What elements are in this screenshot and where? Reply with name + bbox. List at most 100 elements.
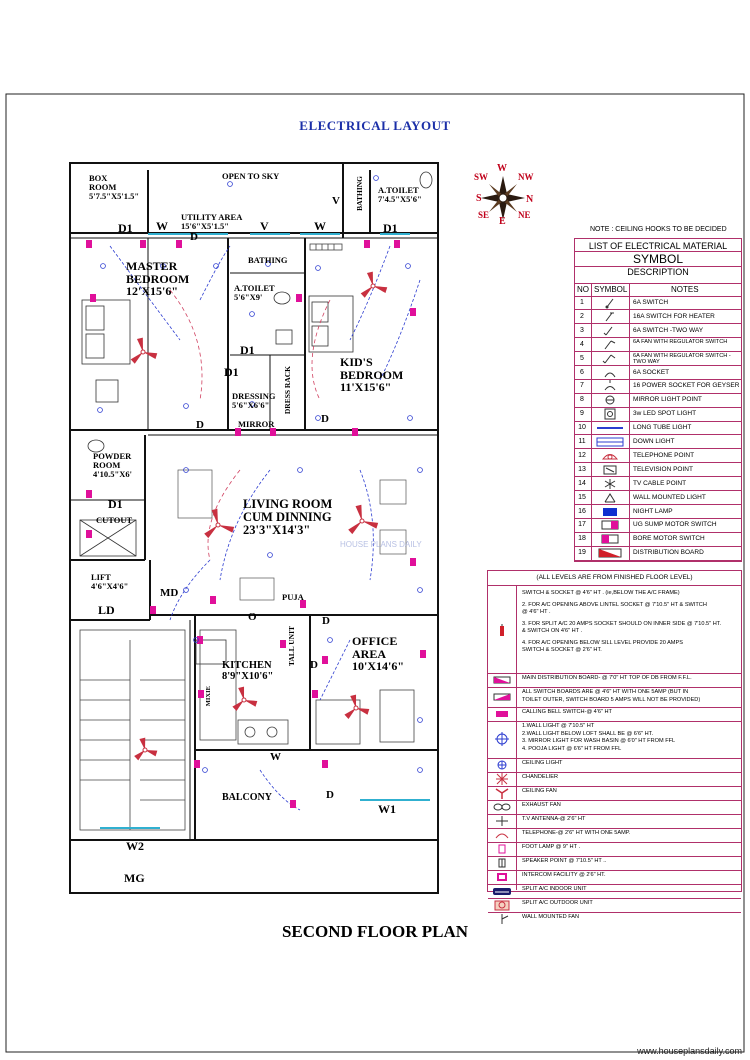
light-point-21	[373, 175, 379, 181]
room-label-line: A.TOILET	[378, 185, 419, 195]
level-line: 4. FOR A/C OPENING BELOW SILL LEVEL PROV…	[522, 639, 683, 646]
staircase	[79, 629, 186, 831]
exhaust-fan-icon	[490, 800, 514, 819]
switch-board-13	[210, 596, 216, 604]
room-label-mirror: MIRROR	[238, 420, 274, 429]
tv-cable-icon	[593, 478, 627, 490]
compass-letter-s: S	[476, 193, 482, 204]
room-label-line: LIVING ROOM	[243, 497, 333, 511]
room-label-line: 10'X14'6"	[352, 659, 404, 674]
site-watermark: www.houseplansdaily.com	[637, 1046, 742, 1056]
level-divider	[488, 813, 741, 815]
room-label-line: CUM DINNING	[243, 510, 332, 525]
room-label-line: OFFICE	[352, 634, 398, 648]
room-label-line: KITCHEN	[222, 660, 272, 671]
level-line: ALL SWITCH BOARDS ARE @ 4'6" HT WITH ONE…	[522, 689, 689, 695]
heater-switch-icon	[593, 311, 627, 323]
ceiling-fans	[130, 271, 388, 761]
switch-board-22	[194, 760, 200, 768]
switch-board-2	[140, 240, 146, 248]
switch-board-23	[420, 650, 426, 658]
compass-letter-sw: SW	[474, 172, 489, 182]
room-label-line: DRESSING	[232, 391, 276, 401]
light-point-15	[417, 587, 423, 593]
level-line: INTERCOM FACILITY @ 2'6" HT.	[522, 871, 606, 878]
switch-board-8	[410, 308, 416, 316]
ceiling-fan-4	[204, 508, 235, 539]
material-note: NIGHT LAMP	[633, 507, 673, 515]
room-label-line: 4'6"X4'6"	[91, 580, 129, 591]
mirror-light-icon	[593, 394, 627, 406]
room-label-line: LIFT	[91, 572, 111, 582]
light-point-22	[227, 181, 233, 187]
level-line: TELEPHONE-@ 2'6" HT WITH ONE 5AMP.	[522, 829, 631, 836]
level-line: CEILING LIGHT	[522, 759, 563, 766]
material-heading: LIST OF ELECTRICAL MATERIAL	[588, 241, 728, 251]
room-label-line: 4'10.5"X6'	[93, 468, 132, 479]
level-item: MAIN DISTRIBUTION BOARD- @ 7'0" HT TOP O…	[522, 675, 738, 683]
opening-w1: W1	[378, 802, 396, 816]
room-label-line: AREA	[352, 646, 387, 661]
switch-board-15	[197, 636, 203, 644]
master-bed	[81, 299, 131, 403]
material-note: UG SUMP MOTOR SWITCH	[633, 521, 717, 529]
ceiling-light-icon	[490, 758, 514, 777]
room-label-line: PUJA	[282, 592, 304, 602]
tube-light-icon	[593, 422, 627, 434]
room-label-line: 7'4.5"X5'6"	[378, 193, 422, 204]
compass-letter-nw: NW	[518, 172, 534, 182]
material-note: TV CABLE POINT	[633, 479, 687, 487]
switch-board-10	[235, 428, 241, 436]
switch-board-19	[198, 690, 204, 698]
switch-board-12	[86, 530, 92, 538]
top-vents	[309, 243, 343, 251]
office-desk	[315, 689, 415, 745]
light-point-7	[405, 263, 411, 269]
room-label-bathing-mid: BATHING	[248, 256, 288, 265]
switch-board-4	[364, 240, 370, 248]
opening-d1: D1	[224, 365, 239, 379]
level-divider	[488, 911, 741, 913]
ceiling-fan-6	[344, 694, 370, 720]
level-item: CEILING LIGHT	[522, 760, 738, 768]
col-no: NO	[577, 285, 589, 294]
levels-table: (ALL LEVELS ARE FROM FINISHED FLOOR LEVE…	[487, 570, 742, 924]
compass-rose	[481, 176, 525, 220]
room-label-line: MIRROR	[238, 419, 275, 429]
room-label-line: BALCONY	[222, 792, 273, 803]
material-no: 9	[580, 410, 584, 418]
room-label-line: 5'7.5"X5'1.5"	[89, 190, 140, 201]
switch-board-21	[322, 760, 328, 768]
light-point-25	[267, 552, 273, 558]
switch-board-24	[270, 428, 276, 436]
material-no: 7	[580, 382, 584, 390]
room-label-line: 11'X15'6"	[340, 380, 392, 395]
geyser-socket-icon	[593, 380, 627, 392]
windows-group	[100, 233, 430, 829]
level-line: CALLING BELL SWITCH-@ 4'6" HT	[522, 709, 612, 716]
light-point-11	[249, 401, 255, 407]
light-point-5	[183, 403, 189, 409]
room-label-line: DRESS RACK	[283, 366, 292, 415]
room-label-line: 23'3"X14'3"	[243, 523, 311, 538]
compass-letter-ne: NE	[518, 210, 531, 220]
opening-d: D	[196, 419, 204, 431]
room-label-line: OPEN TO SKY	[222, 171, 280, 181]
level-line: FOOT LAMP @ 9" HT .	[522, 843, 581, 850]
room-label-line: 8'9"X10'6"	[222, 671, 274, 683]
level-item: CALLING BELL SWITCH-@ 4'6" HT	[522, 709, 738, 717]
compass-letter-se: SE	[478, 210, 490, 220]
opening-w: W	[314, 219, 326, 233]
material-note: 6A SOCKET	[633, 368, 670, 376]
light-point-14	[183, 587, 189, 593]
light-point-17	[417, 717, 423, 723]
